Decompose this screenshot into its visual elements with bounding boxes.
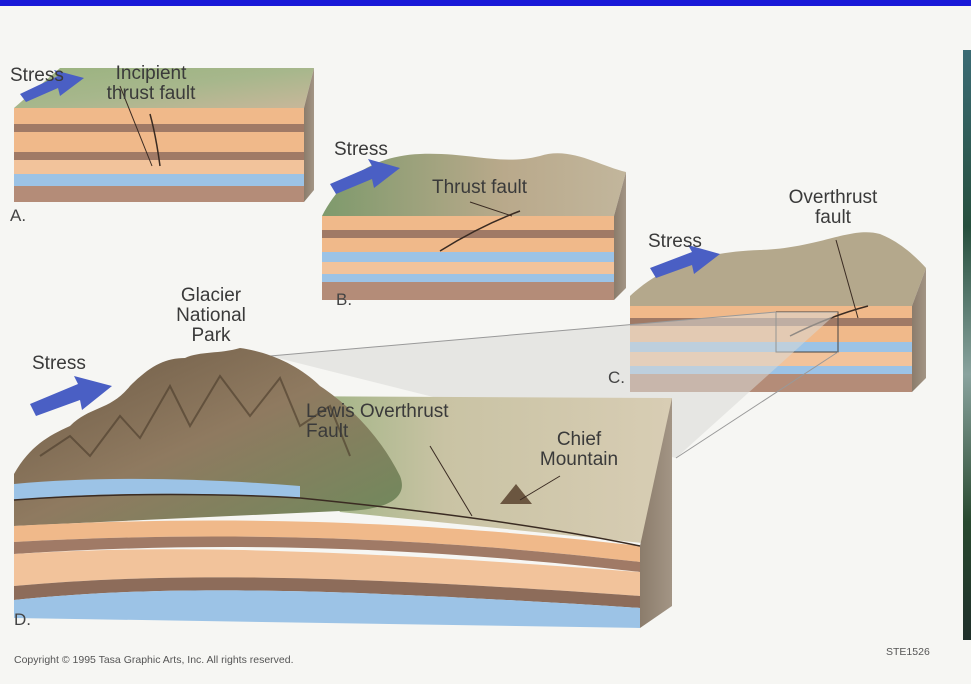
label-incipient-thrust-fault: Incipient thrust fault: [86, 64, 216, 104]
panel-label-b: B.: [336, 290, 352, 310]
label-stress-b: Stress: [334, 140, 388, 160]
panel-label-a: A.: [10, 206, 26, 226]
label-stress-a: Stress: [10, 66, 64, 86]
panel-label-c: C.: [608, 368, 625, 388]
fault-diagram: [0, 6, 971, 684]
label-overthrust-fault: Overthrust fault: [768, 188, 898, 228]
label-chief-mountain: Chief Mountain: [524, 430, 634, 470]
label-thrust-fault: Thrust fault: [432, 178, 527, 198]
label-glacier-national-park: Glacier National Park: [156, 286, 266, 346]
label-stress-c: Stress: [648, 232, 702, 252]
figure-frame: Stress Incipient thrust fault Stress Thr…: [0, 6, 971, 684]
copyright-text: Copyright © 1995 Tasa Graphic Arts, Inc.…: [14, 654, 294, 666]
panel-label-d: D.: [14, 610, 31, 630]
label-lewis-overthrust-fault: Lewis Overthrust Fault: [306, 402, 506, 442]
adjacent-photo-edge: [963, 50, 971, 640]
figure-code: STE1526: [886, 646, 930, 658]
label-stress-d: Stress: [32, 354, 86, 374]
